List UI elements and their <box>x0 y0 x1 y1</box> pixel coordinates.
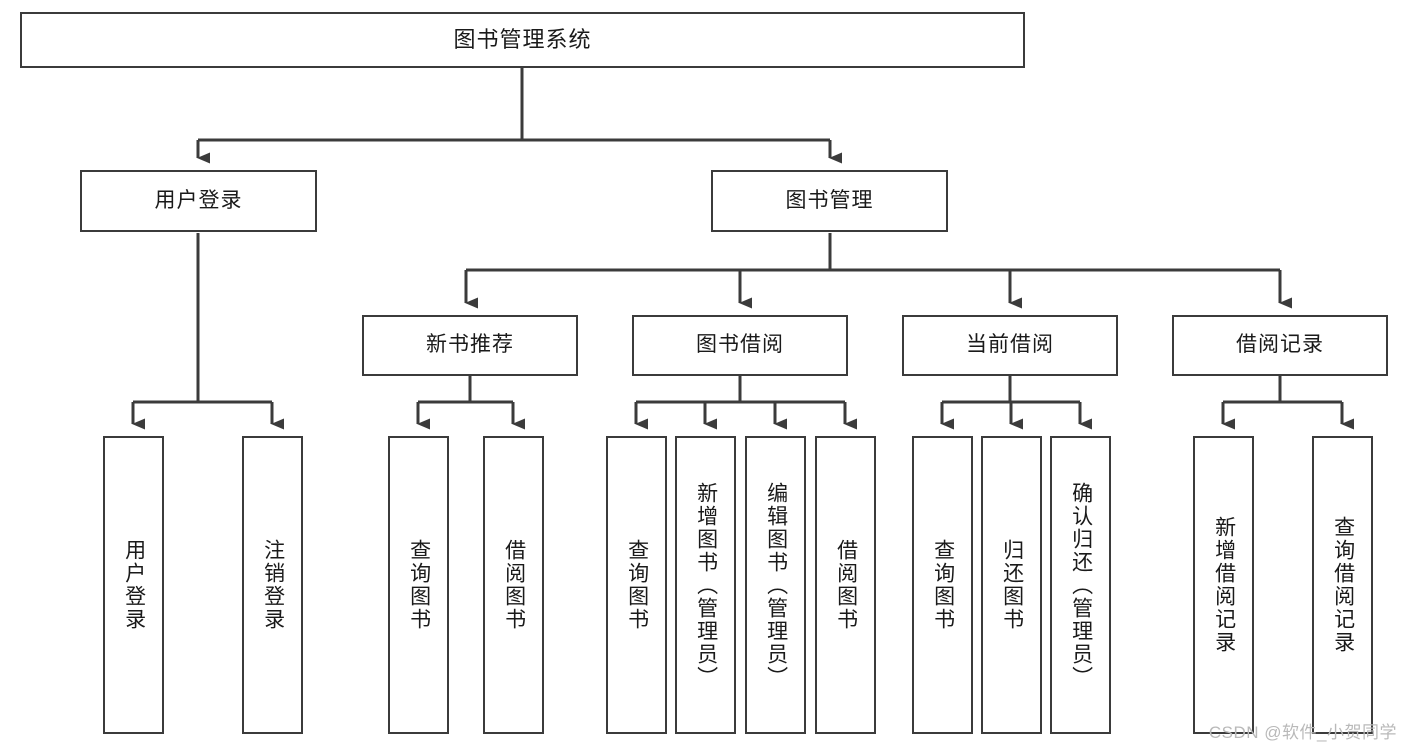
node-label: 查询图书 <box>625 539 649 631</box>
leaf-borrow-book[interactable]: 借阅图书 <box>815 436 876 734</box>
leaf-edit-book-admin[interactable]: 编辑图书（管理员） <box>745 436 806 734</box>
node-label: 查询借阅记录 <box>1331 516 1355 654</box>
node-label: 新增图书（管理员） <box>694 481 718 689</box>
leaf-query-book-recommend[interactable]: 查询图书 <box>388 436 449 734</box>
node-label: 图书借阅 <box>696 333 784 357</box>
node-label: 图书管理 <box>785 188 874 212</box>
node-label: 查询图书 <box>407 539 431 631</box>
node-root-system[interactable]: 图书管理系统 <box>20 12 1025 68</box>
leaf-query-borrow-record[interactable]: 查询借阅记录 <box>1312 436 1373 734</box>
leaf-borrow-book-recommend[interactable]: 借阅图书 <box>483 436 544 734</box>
watermark-text: CSDN @软件_小贺同学 <box>1208 723 1397 742</box>
node-label: 查询图书 <box>931 539 955 631</box>
leaf-user-login[interactable]: 用户登录 <box>103 436 164 734</box>
node-label: 新书推荐 <box>426 333 514 357</box>
node-new-book-recommendation[interactable]: 新书推荐 <box>362 315 578 376</box>
node-label: 编辑图书（管理员） <box>764 481 788 689</box>
leaf-return-book[interactable]: 归还图书 <box>981 436 1042 734</box>
node-label: 用户登录 <box>122 539 146 631</box>
leaf-query-book-borrow[interactable]: 查询图书 <box>606 436 667 734</box>
node-label: 借阅记录 <box>1236 333 1324 357</box>
node-user-login[interactable]: 用户登录 <box>80 170 317 232</box>
leaf-add-borrow-record[interactable]: 新增借阅记录 <box>1193 436 1254 734</box>
node-label: 确认归还（管理员） <box>1069 481 1093 689</box>
node-label: 当前借阅 <box>966 333 1054 357</box>
node-book-borrow[interactable]: 图书借阅 <box>632 315 848 376</box>
leaf-query-book-current[interactable]: 查询图书 <box>912 436 973 734</box>
leaf-logout[interactable]: 注销登录 <box>242 436 303 734</box>
node-book-management[interactable]: 图书管理 <box>711 170 948 232</box>
node-label: 借阅图书 <box>834 539 858 631</box>
leaf-confirm-return-admin[interactable]: 确认归还（管理员） <box>1050 436 1111 734</box>
leaf-add-book-admin[interactable]: 新增图书（管理员） <box>675 436 736 734</box>
node-label: 归还图书 <box>1000 539 1024 631</box>
node-label: 新增借阅记录 <box>1212 516 1236 654</box>
node-label: 图书管理系统 <box>453 27 592 53</box>
node-label: 注销登录 <box>261 539 285 631</box>
node-current-borrow[interactable]: 当前借阅 <box>902 315 1118 376</box>
node-label: 用户登录 <box>154 188 243 212</box>
node-borrow-records[interactable]: 借阅记录 <box>1172 315 1388 376</box>
node-label: 借阅图书 <box>502 539 526 631</box>
